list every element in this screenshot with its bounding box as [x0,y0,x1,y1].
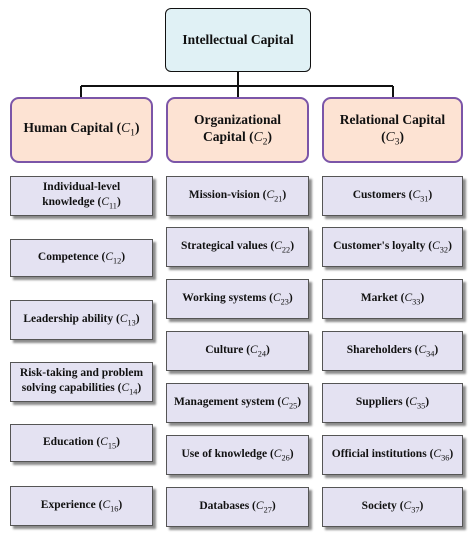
item-market: Market (C33) [322,279,463,319]
item-suppliers: Suppliers (C35) [322,383,463,423]
item-management-system: Management system (C25) [166,383,309,423]
item-strategical-values: Strategical values (C22) [166,227,309,267]
category-label: Organizational Capital [194,111,281,144]
category-label: Relational Capital [339,111,446,127]
item-customers: Customers (C31) [322,176,463,216]
item-databases: Databases (C27) [166,487,309,527]
item-education: Education (C15) [10,424,153,462]
category-label: Human Capital [23,120,114,136]
category-organizational-capital: Organizational Capital (C2) [166,97,309,163]
item-official-institutions: Official institutions (C36) [322,435,463,475]
item-individual-level-knowledge: Individual-level knowledge (C11) [10,176,153,216]
item-working-systems: Working systems (C23) [166,279,309,319]
item-mission-vision: Mission-vision (C21) [166,176,309,216]
item-experience: Experience (C16) [10,486,153,526]
item-competence: Competence (C12) [10,239,153,277]
item-culture: Culture (C24) [166,331,309,371]
item-customers-loyalty: Customer's loyalty (C32) [322,227,463,267]
category-human-capital: Human Capital (C1) [10,97,153,163]
item-leadership-ability: Leadership ability (C13) [10,300,153,340]
item-use-of-knowledge: Use of knowledge (C26) [166,435,309,475]
root-label: Intellectual Capital [182,31,294,47]
root-node: Intellectual Capital [165,8,311,72]
item-society: Society (C37) [322,487,463,527]
category-relational-capital: Relational Capital (C3) [322,97,463,163]
item-risk-taking: Risk-taking and problem solving capabili… [10,362,153,402]
item-shareholders: Shareholders (C34) [322,331,463,371]
